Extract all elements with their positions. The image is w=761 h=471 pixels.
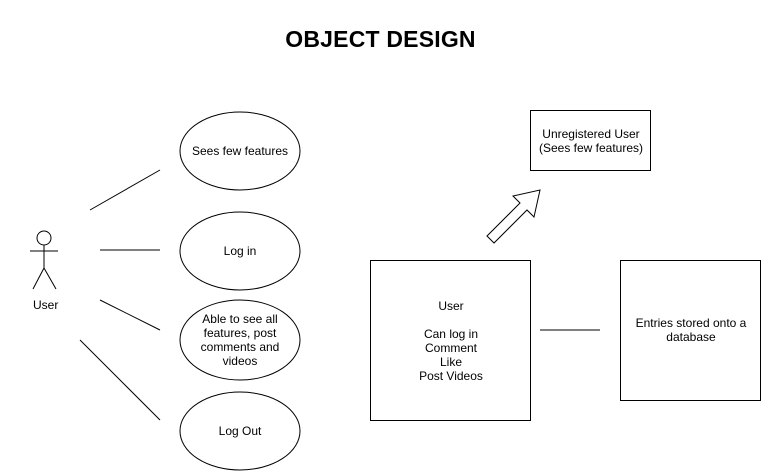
- use-case-log-out: [179, 391, 301, 471]
- box-label-database: Entries stored onto a database: [635, 316, 747, 344]
- arrow-icon: [486, 189, 541, 244]
- box-label-user: User Can log in Comment Like Post Videos: [419, 299, 483, 383]
- actor-label: User: [33, 298, 59, 312]
- association-line-sees-few-features: [89, 169, 161, 211]
- diagram-title: OBJECT DESIGN: [285, 26, 476, 52]
- box-label-unregistered-user: Unregistered User (Sees few features): [538, 127, 644, 155]
- use-case-label-able-to-see-all: Able to see all features, post comments …: [200, 312, 280, 368]
- association-line-able-to-see: [99, 299, 161, 331]
- use-case-sees-few-features: [179, 111, 301, 191]
- box-unregistered-user: [530, 110, 651, 171]
- box-user: [370, 260, 531, 421]
- use-case-label-log-in: Log in: [223, 244, 257, 258]
- actor-icon: [30, 230, 58, 290]
- association-line-log-out: [79, 339, 161, 421]
- use-case-label-sees-few-features: Sees few features: [191, 144, 289, 158]
- box-database: [620, 260, 761, 401]
- use-case-log-in: [179, 211, 301, 291]
- use-case-label-log-out: Log Out: [218, 424, 262, 438]
- use-case-able-to-see-all: [179, 299, 301, 381]
